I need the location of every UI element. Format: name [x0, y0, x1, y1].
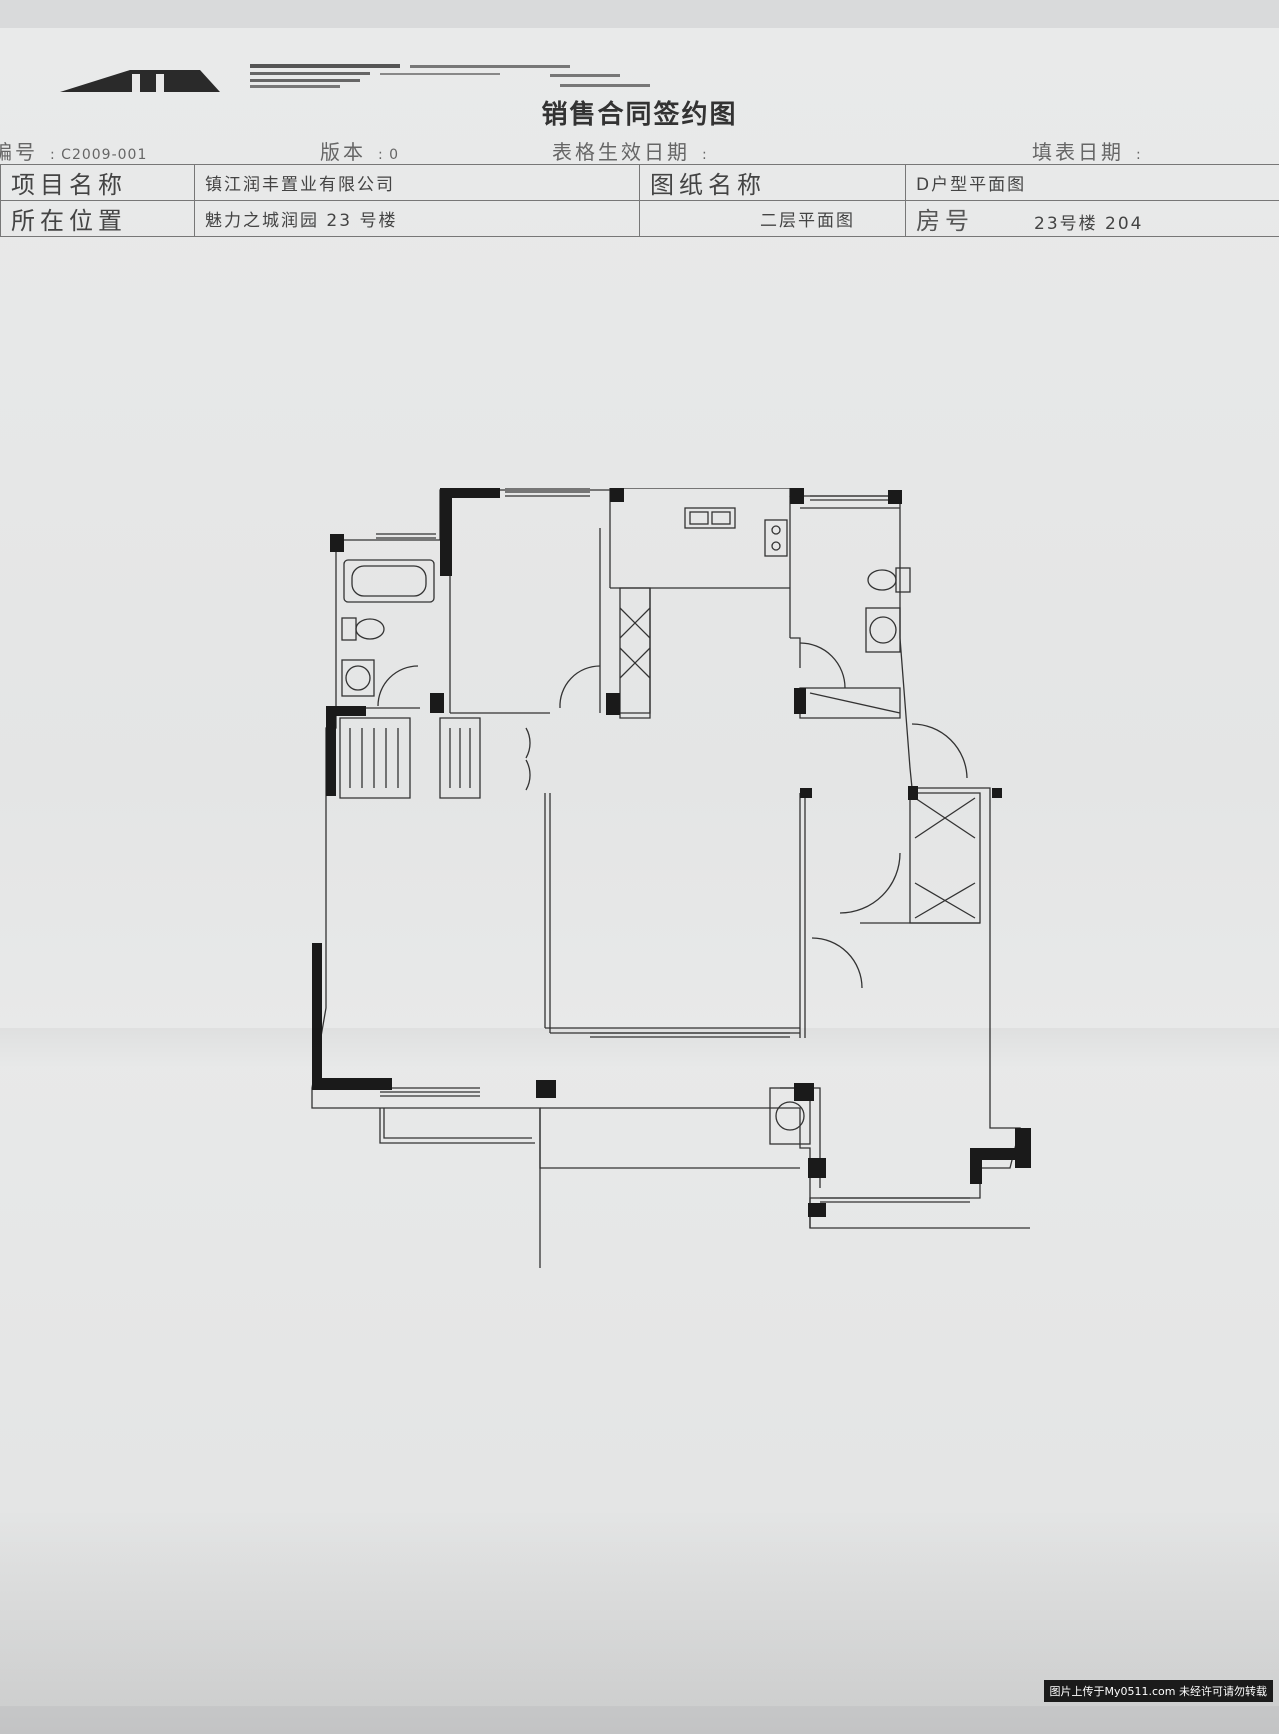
- floor-plan-value: 二层平面图: [640, 201, 906, 237]
- paper-fold-shadow: [0, 1028, 1279, 1068]
- room-number-value: 23号楼 204: [1034, 214, 1143, 234]
- serial-value: : C2009-001: [50, 147, 147, 163]
- fill-date-label: 填表日期: [1032, 140, 1124, 164]
- serial-label: 编号: [0, 140, 38, 164]
- drawing-name-label: 图纸名称: [640, 165, 906, 201]
- location-value: 魅力之城润园 23 号楼: [195, 201, 640, 237]
- room-number-label: 房号: [916, 207, 974, 235]
- table-row: 所在位置 魅力之城润园 23 号楼 二层平面图 房号 23号楼 204: [1, 201, 1279, 237]
- drawing-name-value: D户型平面图: [906, 165, 1279, 201]
- version-label: 版本: [320, 140, 366, 164]
- version-field: 版本 : 0: [320, 136, 399, 165]
- fill-date-value: :: [1136, 147, 1142, 163]
- table-row: 项目名称 镇江润丰置业有限公司 图纸名称 D户型平面图: [1, 165, 1279, 201]
- company-header-lines: [250, 62, 690, 90]
- watermark: 图片上传于My0511.com 未经许可请勿转载: [1044, 1680, 1273, 1702]
- effective-date-value: :: [702, 147, 708, 163]
- version-value: : 0: [378, 147, 399, 163]
- company-logo: [60, 64, 220, 92]
- floor-plan-drawing: [300, 488, 1060, 1268]
- document-title: 销售合同签约图: [0, 94, 1279, 131]
- fill-date-field: 填表日期:: [1032, 136, 1142, 165]
- effective-date-field: 表格生效日期:: [552, 136, 708, 165]
- serial-field: 编号 : C2009-001: [0, 136, 147, 165]
- contract-info-table: 项目名称 镇江润丰置业有限公司 图纸名称 D户型平面图 所在位置 魅力之城润园 …: [0, 164, 1279, 237]
- project-name-value: 镇江润丰置业有限公司: [195, 165, 640, 201]
- document-sheet: 销售合同签约图 编号 : C2009-001 版本 : 0 表格生效日期: 填表日期…: [0, 28, 1279, 1706]
- room-number-cell: 房号 23号楼 204: [906, 201, 1279, 237]
- effective-date-label: 表格生效日期: [552, 140, 690, 164]
- location-label: 所在位置: [1, 201, 195, 237]
- project-name-label: 项目名称: [1, 165, 195, 201]
